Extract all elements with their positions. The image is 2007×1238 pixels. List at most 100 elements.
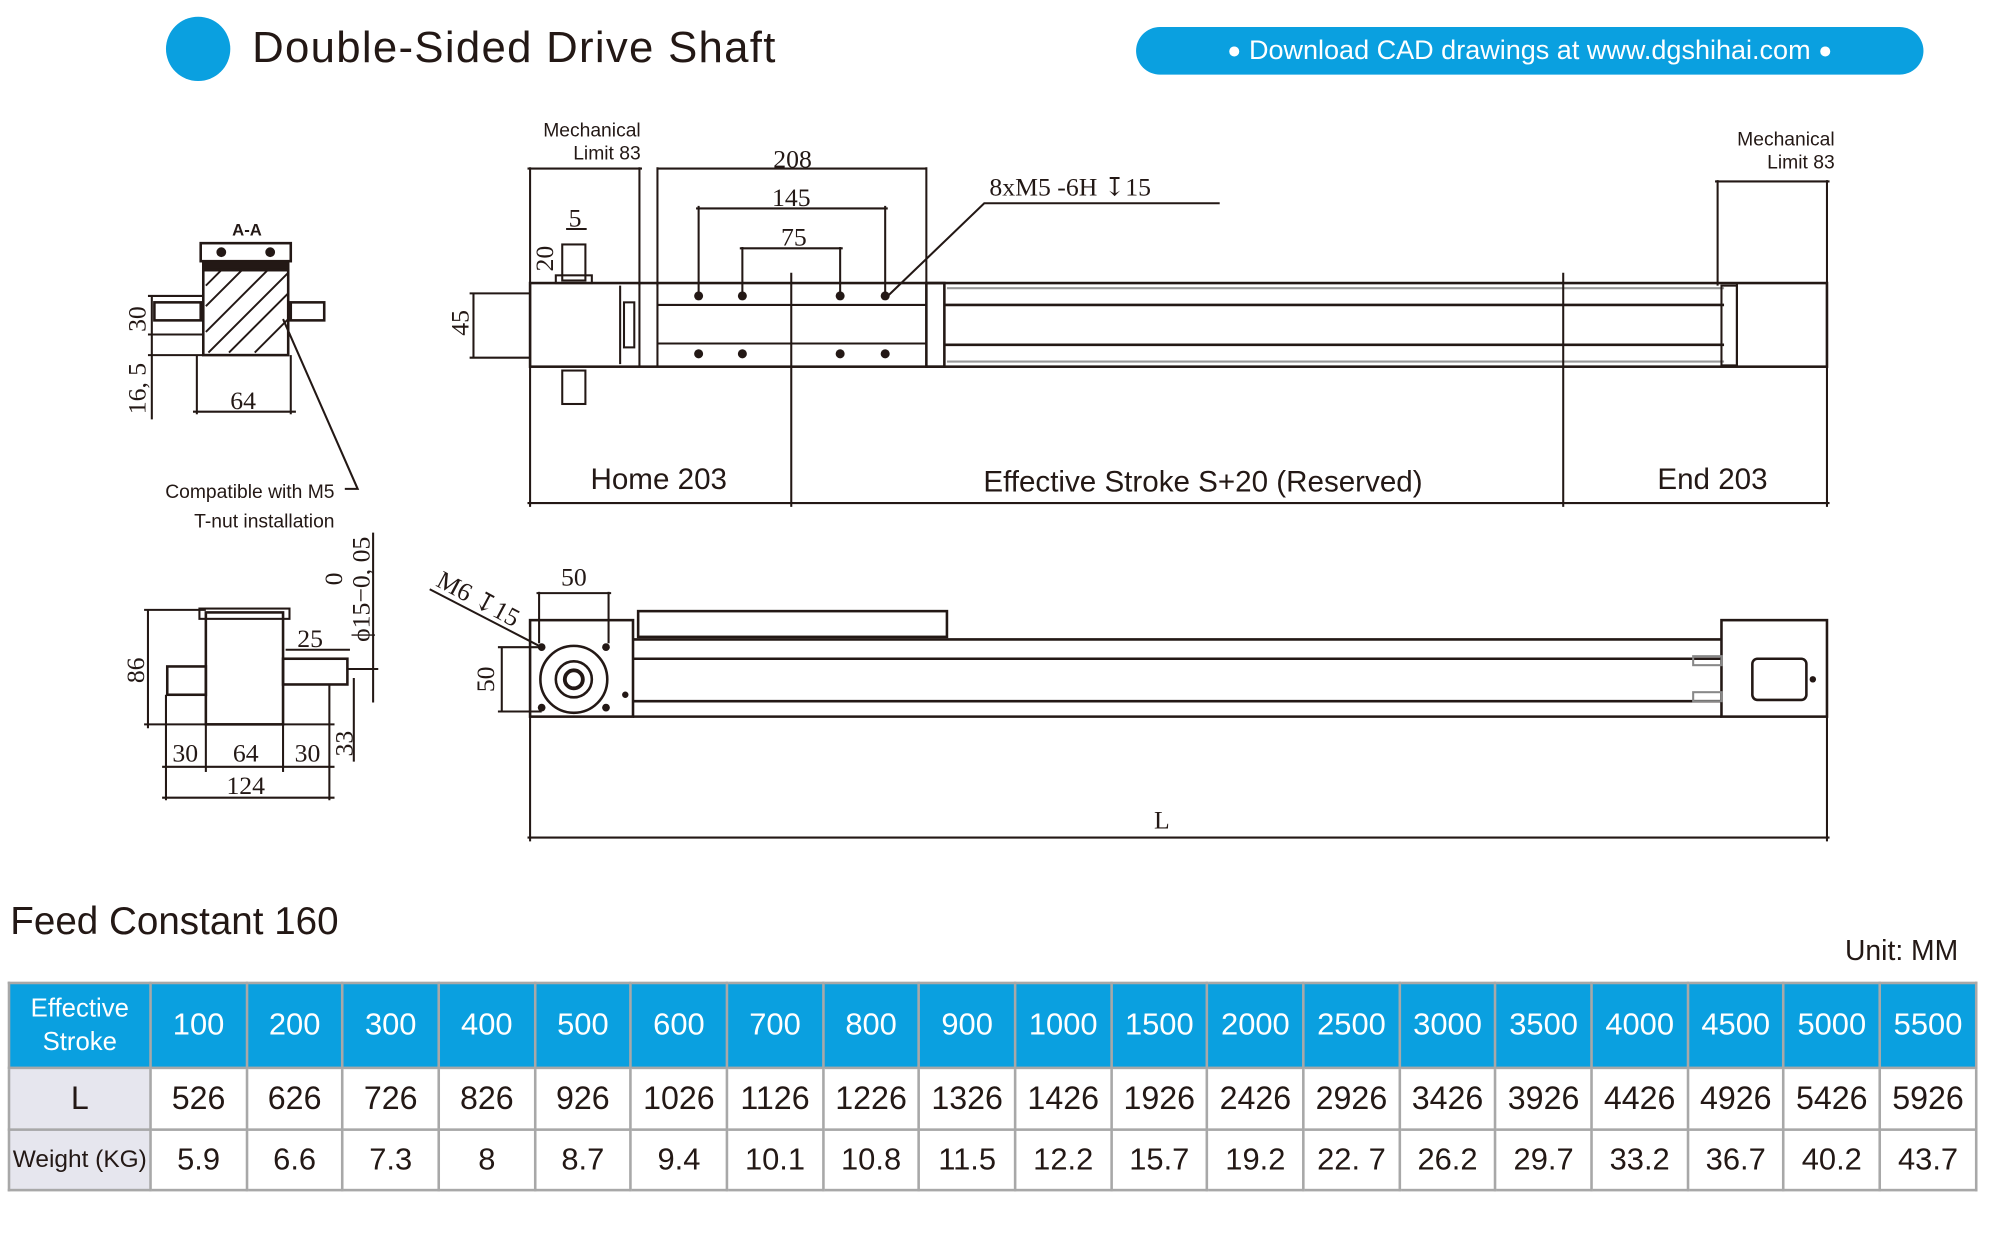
thread-note: 8xM5 -6H ↧15 (989, 173, 1151, 202)
mech-limit-left-line2: Limit 83 (573, 144, 641, 165)
length-cell: 3426 (1398, 1066, 1497, 1131)
dim-50-horizontal: 50 (561, 562, 587, 591)
weight-cell: 8 (437, 1128, 537, 1192)
weight-cell: 12.2 (1013, 1128, 1113, 1192)
length-cell: 2426 (1206, 1066, 1305, 1131)
stroke-cell: 3500 (1494, 981, 1593, 1070)
technical-drawing: A-A 30 16, 5 64 Compatible with M5 T-nut… (121, 120, 1835, 842)
stroke-cell: 700 (725, 981, 825, 1070)
length-label: L (1154, 806, 1170, 835)
stroke-cell: 900 (917, 981, 1017, 1070)
weight-cell: 6.6 (245, 1128, 344, 1192)
dim-30-left: 30 (172, 739, 198, 768)
top-view: Mechanical Limit 83 208 145 75 (445, 120, 1835, 507)
stroke-cell: 1000 (1013, 981, 1113, 1070)
weight-cell: 19.2 (1206, 1128, 1305, 1192)
dim-25: 25 (297, 624, 323, 653)
weight-cell: 10.8 (821, 1128, 921, 1192)
weight-cell: 9.4 (629, 1128, 729, 1192)
dim-145: 145 (772, 183, 811, 212)
mech-limit-right-line2: Limit 83 (1767, 153, 1835, 174)
section-label: A-A (232, 220, 262, 239)
stroke-cell: 5500 (1878, 981, 1978, 1070)
stroke-cell: 300 (341, 981, 441, 1070)
shaft-tolerance-0: 0 (319, 573, 348, 586)
length-cell: 4926 (1686, 1066, 1786, 1131)
dim-33: 33 (330, 731, 359, 757)
weight-cell: 11.5 (917, 1128, 1017, 1192)
weight-cell: 29.7 (1494, 1128, 1593, 1192)
unit-label: Unit: MM (1844, 934, 1959, 967)
length-cell: 1426 (1013, 1066, 1113, 1131)
length-cell: 1026 (629, 1066, 729, 1131)
dim-75: 75 (781, 223, 807, 252)
weight-cell: 15.7 (1109, 1128, 1209, 1192)
stroke-cell: 800 (821, 981, 921, 1070)
length-cell: 1226 (821, 1066, 921, 1131)
row-header-L: L (7, 1066, 152, 1131)
dim-45: 45 (445, 310, 474, 336)
page-title: Double-Sided Drive Shaft (252, 23, 777, 73)
dim-5: 5 (569, 203, 582, 232)
row-header-weight: Weight (KG) (7, 1128, 152, 1192)
stroke-cell: 1500 (1109, 981, 1209, 1070)
length-cell: 3926 (1494, 1066, 1593, 1131)
title-bullet-icon (165, 16, 231, 82)
stroke-cell: 500 (533, 981, 633, 1070)
length-cell: 5926 (1878, 1066, 1978, 1131)
bullet-icon: ● (1818, 37, 1833, 64)
mech-limit-right-line1: Mechanical (1737, 129, 1835, 150)
stroke-cell: 3000 (1398, 981, 1497, 1070)
weight-cell: 10.1 (725, 1128, 825, 1192)
length-cell: 726 (341, 1066, 441, 1131)
weight-cell: 33.2 (1590, 1128, 1689, 1192)
feed-constant-title: Feed Constant 160 (10, 900, 339, 944)
dim-64: 64 (230, 386, 256, 415)
dim-20: 20 (530, 246, 559, 272)
length-cell: 626 (245, 1066, 344, 1131)
weight-cell: 22. 7 (1302, 1128, 1401, 1192)
dim-64-side: 64 (233, 739, 259, 768)
length-cell: 4426 (1590, 1066, 1689, 1131)
bullet-icon: ● (1227, 37, 1242, 64)
dim-124: 124 (226, 771, 265, 800)
length-cell: 1926 (1109, 1066, 1209, 1131)
tnut-note-line2: T-nut installation (194, 512, 334, 533)
length-cell: 1326 (917, 1066, 1017, 1131)
length-cell: 826 (437, 1066, 537, 1131)
banner-text: Download CAD drawings at www.dgshihai.co… (1248, 35, 1811, 65)
stroke-cell: 2000 (1206, 981, 1305, 1070)
weight-cell: 8.7 (533, 1128, 633, 1192)
section-a-a-view: A-A 30 16, 5 64 Compatible with M5 T-nut… (122, 220, 360, 533)
dim-86: 86 (121, 657, 150, 683)
side-view: 86 25 0 ϕ15−0, 05 33 30 64 30 124 (121, 532, 379, 801)
cad-download-banner[interactable]: ● Download CAD drawings at www.dgshihai.… (1136, 27, 1924, 75)
length-cell: 1126 (725, 1066, 825, 1131)
weight-cell: 43.7 (1878, 1128, 1978, 1192)
stroke-cell: 100 (149, 981, 248, 1070)
dim-16-5: 16, 5 (122, 363, 151, 414)
dim-30: 30 (122, 306, 151, 332)
length-cell: 926 (533, 1066, 633, 1131)
length-cell: 5426 (1782, 1066, 1882, 1131)
weight-cell: 26.2 (1398, 1128, 1497, 1192)
tnut-note-line1: Compatible with M5 (165, 482, 334, 503)
mech-limit-left-line1: Mechanical (543, 120, 641, 141)
length-cell: 526 (149, 1066, 248, 1131)
m6-note: M6 ↧15 (432, 565, 525, 633)
stroke-cell: 600 (629, 981, 729, 1070)
weight-cell: 5.9 (149, 1128, 248, 1192)
dim-208: 208 (773, 144, 812, 173)
dim-50-vertical: 50 (471, 666, 500, 692)
stroke-cell: 400 (437, 981, 537, 1070)
length-cell: 2926 (1302, 1066, 1401, 1131)
effective-stroke-label: Effective Stroke S+20 (Reserved) (983, 465, 1422, 498)
stroke-cell: 4500 (1686, 981, 1786, 1070)
weight-cell: 40.2 (1782, 1128, 1882, 1192)
stroke-cell: 2500 (1302, 981, 1401, 1070)
stroke-cell: 5000 (1782, 981, 1882, 1070)
